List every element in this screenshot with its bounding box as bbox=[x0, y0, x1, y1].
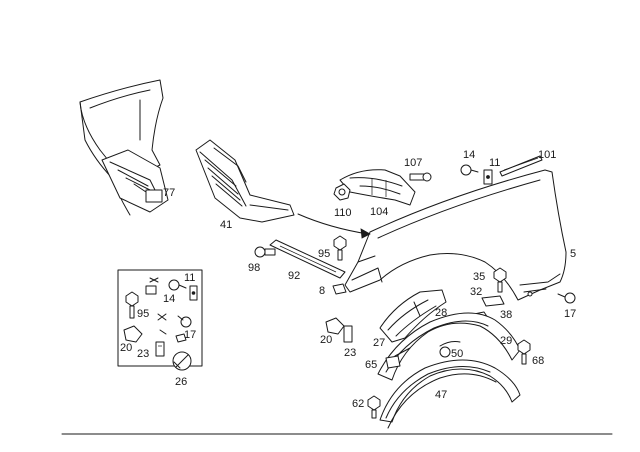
bolt-62 bbox=[367, 395, 381, 419]
callout-92: 92 bbox=[288, 270, 300, 282]
callout-5: 5 bbox=[570, 248, 576, 260]
callout-14-inset: 14 bbox=[163, 293, 175, 305]
clip-20-bottom bbox=[325, 317, 345, 335]
clip-65 bbox=[385, 355, 401, 369]
nut-110 bbox=[333, 183, 351, 201]
callout-95-inset: 95 bbox=[137, 308, 149, 320]
liner-47 bbox=[379, 359, 521, 429]
headlight-bracket-77 bbox=[101, 149, 169, 213]
bolt-95-top bbox=[333, 235, 347, 261]
screw-107 bbox=[409, 172, 432, 182]
bolt-68 bbox=[517, 339, 531, 365]
callout-26: 26 bbox=[175, 376, 187, 388]
callout-68: 68 bbox=[532, 355, 544, 367]
callout-27: 27 bbox=[373, 337, 385, 349]
callout-11-inset: 11 bbox=[184, 272, 195, 284]
clip-11-top bbox=[483, 169, 493, 185]
callout-11: 11 bbox=[489, 157, 500, 169]
clip-23-bottom bbox=[343, 325, 353, 343]
splash-shield-28 bbox=[379, 289, 447, 343]
trim-strip-101 bbox=[499, 155, 543, 177]
callout-20: 20 bbox=[320, 334, 332, 346]
callout-62: 62 bbox=[352, 398, 364, 410]
callout-35: 35 bbox=[473, 271, 485, 283]
callout-23: 23 bbox=[344, 347, 356, 359]
callout-95: 95 bbox=[318, 248, 330, 260]
callout-104: 104 bbox=[370, 206, 388, 218]
callout-77: 77 bbox=[163, 187, 175, 199]
tool-icon-26 bbox=[172, 351, 192, 371]
callout-50: 50 bbox=[451, 348, 463, 360]
support-bar-92 bbox=[269, 239, 346, 279]
callout-47: 47 bbox=[435, 389, 447, 401]
callout-28: 28 bbox=[435, 307, 447, 319]
bolt-35 bbox=[493, 267, 507, 293]
clip-8 bbox=[332, 283, 347, 295]
bolt-98 bbox=[254, 246, 276, 258]
callout-107: 107 bbox=[404, 157, 422, 169]
callout-labels: 77 41 107 110 104 14 11 101 5 95 98 92 8… bbox=[120, 149, 576, 410]
front-fender-5 bbox=[344, 169, 567, 301]
callout-98: 98 bbox=[248, 262, 260, 274]
callout-17-inset: 17 bbox=[184, 329, 196, 341]
wheelhouse-panel-41 bbox=[195, 139, 295, 223]
callout-32: 32 bbox=[470, 286, 482, 298]
callout-20-inset: 20 bbox=[120, 342, 132, 354]
callout-41: 41 bbox=[220, 219, 232, 231]
callout-14: 14 bbox=[463, 149, 475, 161]
assembly-arrow bbox=[297, 213, 371, 239]
callout-23-inset: 23 bbox=[137, 348, 149, 360]
screw-14-top bbox=[460, 164, 479, 176]
bolt-17-right bbox=[557, 292, 576, 304]
lamp-housing-104 bbox=[339, 169, 416, 206]
callout-65: 65 bbox=[365, 359, 377, 371]
callout-38: 38 bbox=[500, 309, 512, 321]
callout-110: 110 bbox=[334, 207, 352, 219]
callout-29: 29 bbox=[500, 335, 512, 347]
callout-17: 17 bbox=[564, 308, 576, 320]
callout-101: 101 bbox=[538, 149, 556, 161]
fastener-inset-box bbox=[117, 269, 203, 367]
callout-8: 8 bbox=[319, 285, 325, 297]
